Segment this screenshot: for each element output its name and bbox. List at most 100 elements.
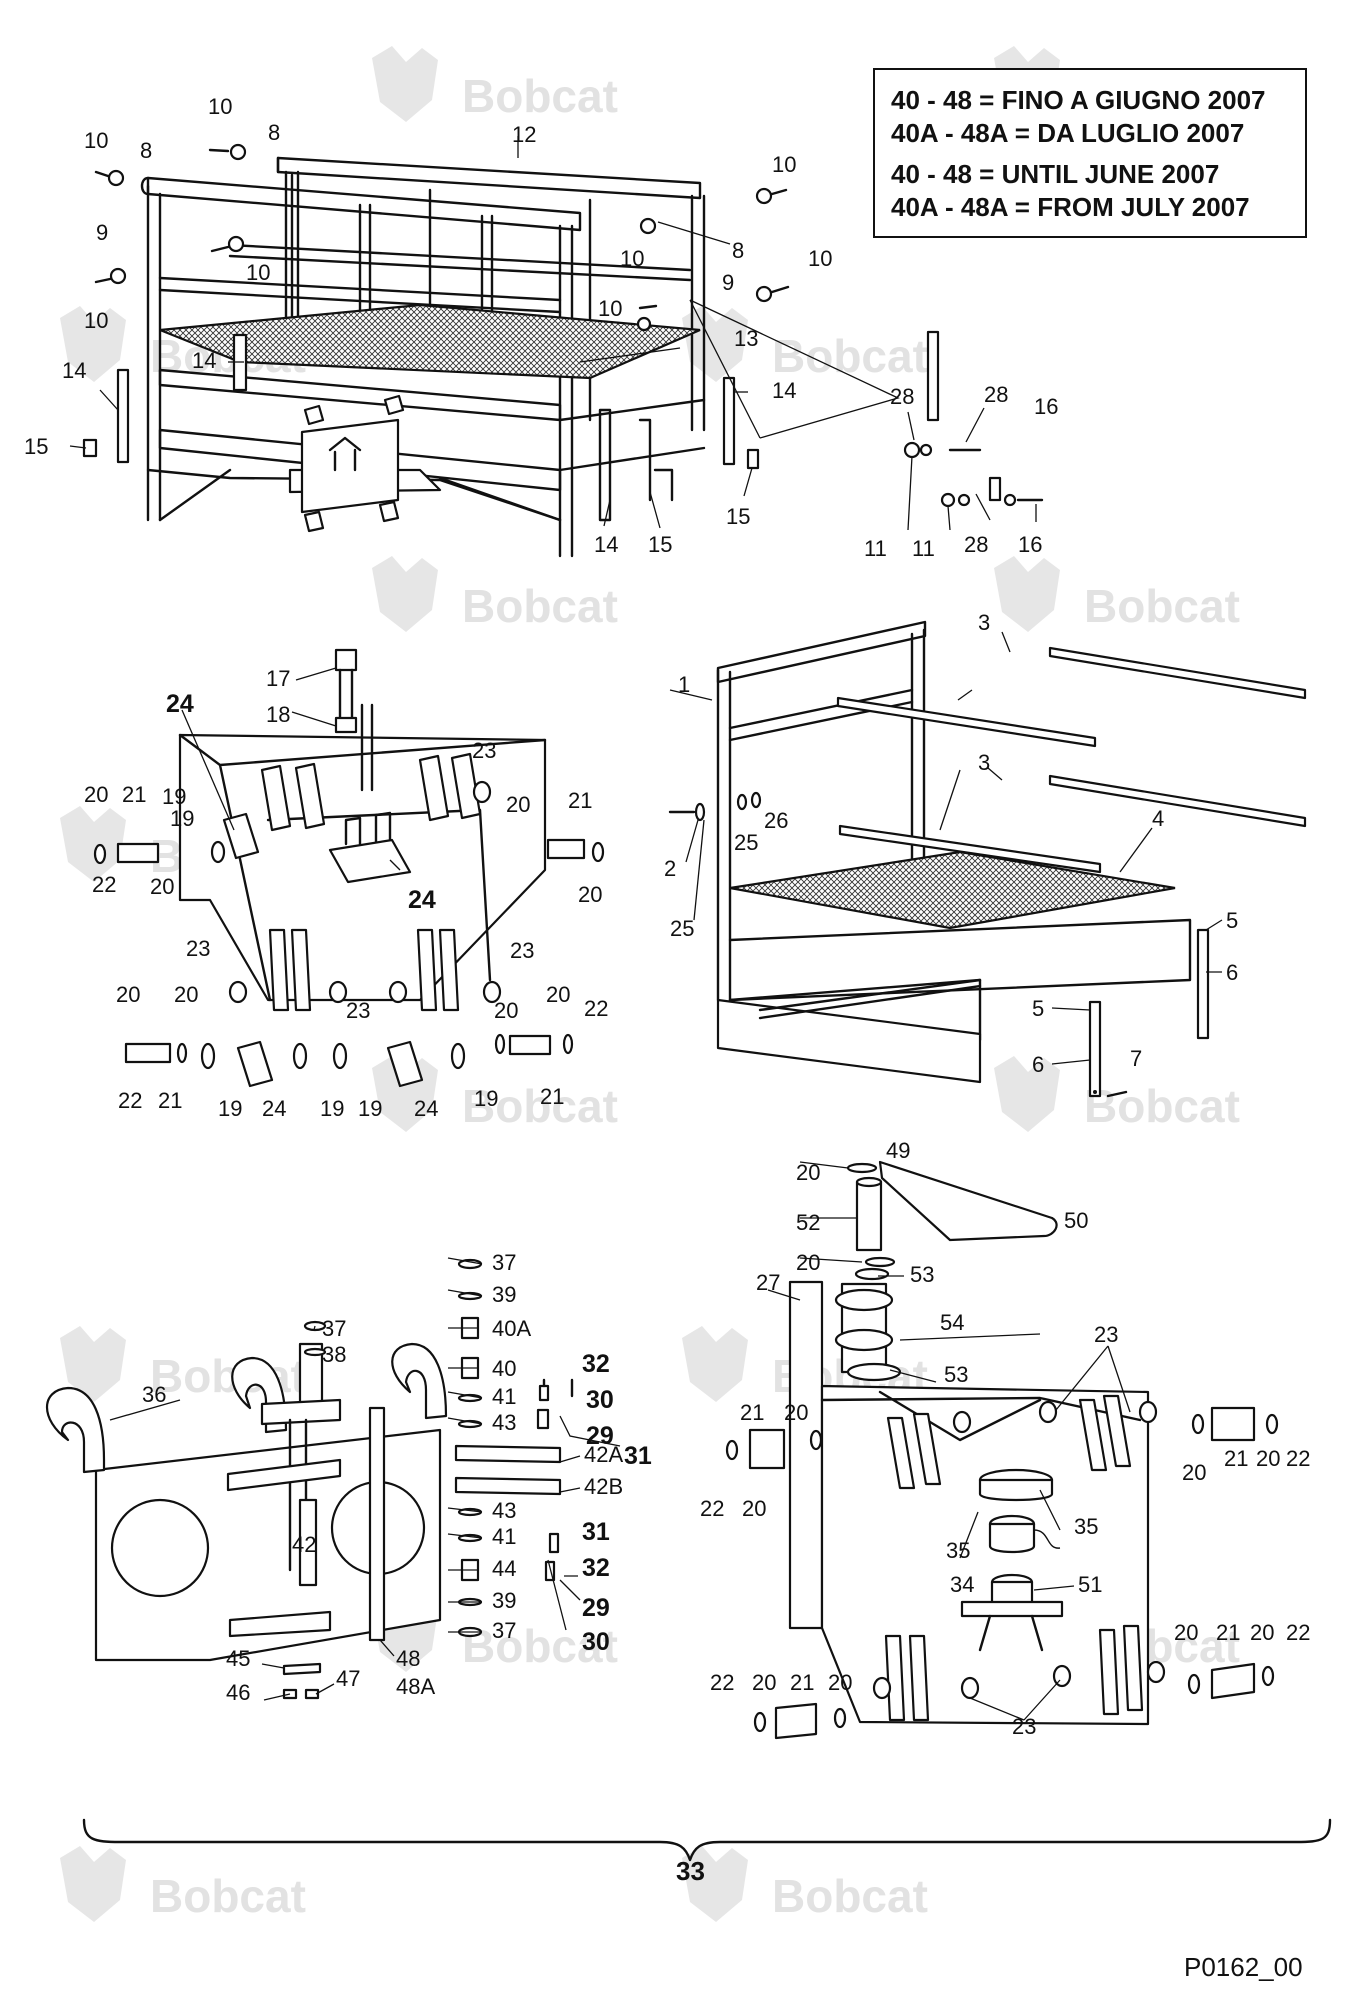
callout: 9: [96, 220, 108, 245]
callout: 22: [700, 1496, 724, 1521]
callout: 22: [118, 1088, 142, 1113]
callout: 27: [756, 1270, 780, 1295]
callout: 42: [292, 1532, 316, 1557]
callout: 45: [226, 1646, 250, 1671]
callout: 21: [1216, 1620, 1240, 1645]
callout: 20: [506, 792, 530, 817]
callout: 25: [670, 916, 694, 941]
callout: 26: [764, 808, 788, 833]
callout: 20: [1174, 1620, 1198, 1645]
note-line: 40 - 48 = UNTIL JUNE 2007: [891, 159, 1220, 189]
callout: 37: [492, 1618, 516, 1643]
washer-8: [229, 143, 247, 161]
callout: 15: [648, 532, 672, 557]
callout: 28: [984, 382, 1008, 407]
bobcat-watermark: Bobcat: [994, 556, 1240, 632]
callout: 19: [170, 806, 194, 831]
bracket-14: [722, 376, 736, 466]
callout: 24: [414, 1096, 438, 1121]
callout: 36: [142, 1382, 166, 1407]
callout: 24: [408, 886, 436, 914]
callout: 32: [582, 1350, 610, 1378]
callout: 22: [710, 1670, 734, 1695]
callout: 14: [594, 532, 618, 557]
callout: 21: [540, 1084, 564, 1109]
callout: 7: [1130, 1046, 1142, 1071]
callout: 31: [624, 1442, 652, 1470]
callout: 10: [208, 94, 232, 119]
callout: 42A: [584, 1442, 623, 1467]
callout: 48A: [396, 1674, 435, 1699]
detail-inset-view: [689, 299, 1044, 508]
callout: 10: [808, 246, 832, 271]
svg-text:Bobcat: Bobcat: [772, 330, 928, 382]
callout: 20: [828, 1670, 852, 1695]
callout: 23: [1012, 1714, 1036, 1739]
callout: 14: [62, 358, 86, 383]
callout: 22: [1286, 1620, 1310, 1645]
washer-9: [755, 285, 773, 303]
callout: 40: [492, 1356, 516, 1381]
callout: 31: [582, 1518, 610, 1546]
callout: 23: [472, 738, 496, 763]
callout: 21: [740, 1400, 764, 1425]
callout: 16: [1018, 532, 1042, 557]
washer-9: [636, 316, 652, 332]
bobcat-watermark: Bobcat: [372, 46, 618, 122]
callout: 19: [320, 1096, 344, 1121]
callout: 21: [568, 788, 592, 813]
clip-15: [82, 438, 98, 458]
callout: 20: [494, 998, 518, 1023]
callout: 39: [492, 1282, 516, 1307]
callout: 23: [510, 938, 534, 963]
note-line: 40 - 48 = FINO A GIUGNO 2007: [891, 85, 1266, 115]
callout: 20: [116, 982, 140, 1007]
washer-8: [107, 169, 125, 187]
callout: 13: [734, 326, 758, 351]
callout: 9: [722, 270, 734, 295]
callout: 49: [886, 1138, 910, 1163]
callout: 23: [1094, 1322, 1118, 1347]
washer-9: [227, 235, 245, 253]
svg-text:Bobcat: Bobcat: [1084, 1080, 1240, 1132]
callout: 20: [84, 782, 108, 807]
callout: 19: [474, 1086, 498, 1111]
callout: 23: [346, 998, 370, 1023]
callout: 16: [1034, 394, 1058, 419]
callout: 6: [1032, 1052, 1044, 1077]
callout: 37: [322, 1316, 346, 1341]
callout: 5: [1032, 996, 1044, 1021]
platform-assembly-view: [140, 156, 706, 558]
bobcat-watermark: Bobcat: [682, 1846, 928, 1922]
callout: 53: [944, 1362, 968, 1387]
callout: 22: [584, 996, 608, 1021]
callout: 24: [166, 690, 194, 718]
callout: 29: [582, 1594, 610, 1622]
leader-lines: [69, 136, 1223, 1721]
callout: 40A: [492, 1316, 531, 1341]
callout: 51: [1078, 1572, 1102, 1597]
washer-8: [639, 217, 657, 235]
callout: 35: [1074, 1514, 1098, 1539]
callout: 1: [678, 672, 690, 697]
callout: 20: [1250, 1620, 1274, 1645]
callout: 22: [1286, 1446, 1310, 1471]
callout: 8: [268, 120, 280, 145]
callout: 42B: [584, 1474, 623, 1499]
bobcat-watermark: Bobcat: [994, 1056, 1240, 1132]
callout: 52: [796, 1210, 820, 1235]
svg-text:Bobcat: Bobcat: [462, 70, 618, 122]
svg-text:Bobcat: Bobcat: [1084, 580, 1240, 632]
callout: 20: [578, 882, 602, 907]
callout: 5: [1226, 908, 1238, 933]
date-note-box: 40 - 48 = FINO A GIUGNO 2007 40A - 48A =…: [873, 68, 1307, 238]
callout: 44: [492, 1556, 516, 1581]
callout: 18: [266, 702, 290, 727]
bracket-14: [116, 368, 130, 464]
callout: 28: [890, 384, 914, 409]
callout: 17: [266, 666, 290, 691]
callout: 21: [122, 782, 146, 807]
callout: 47: [336, 1666, 360, 1691]
callout: 10: [772, 152, 796, 177]
